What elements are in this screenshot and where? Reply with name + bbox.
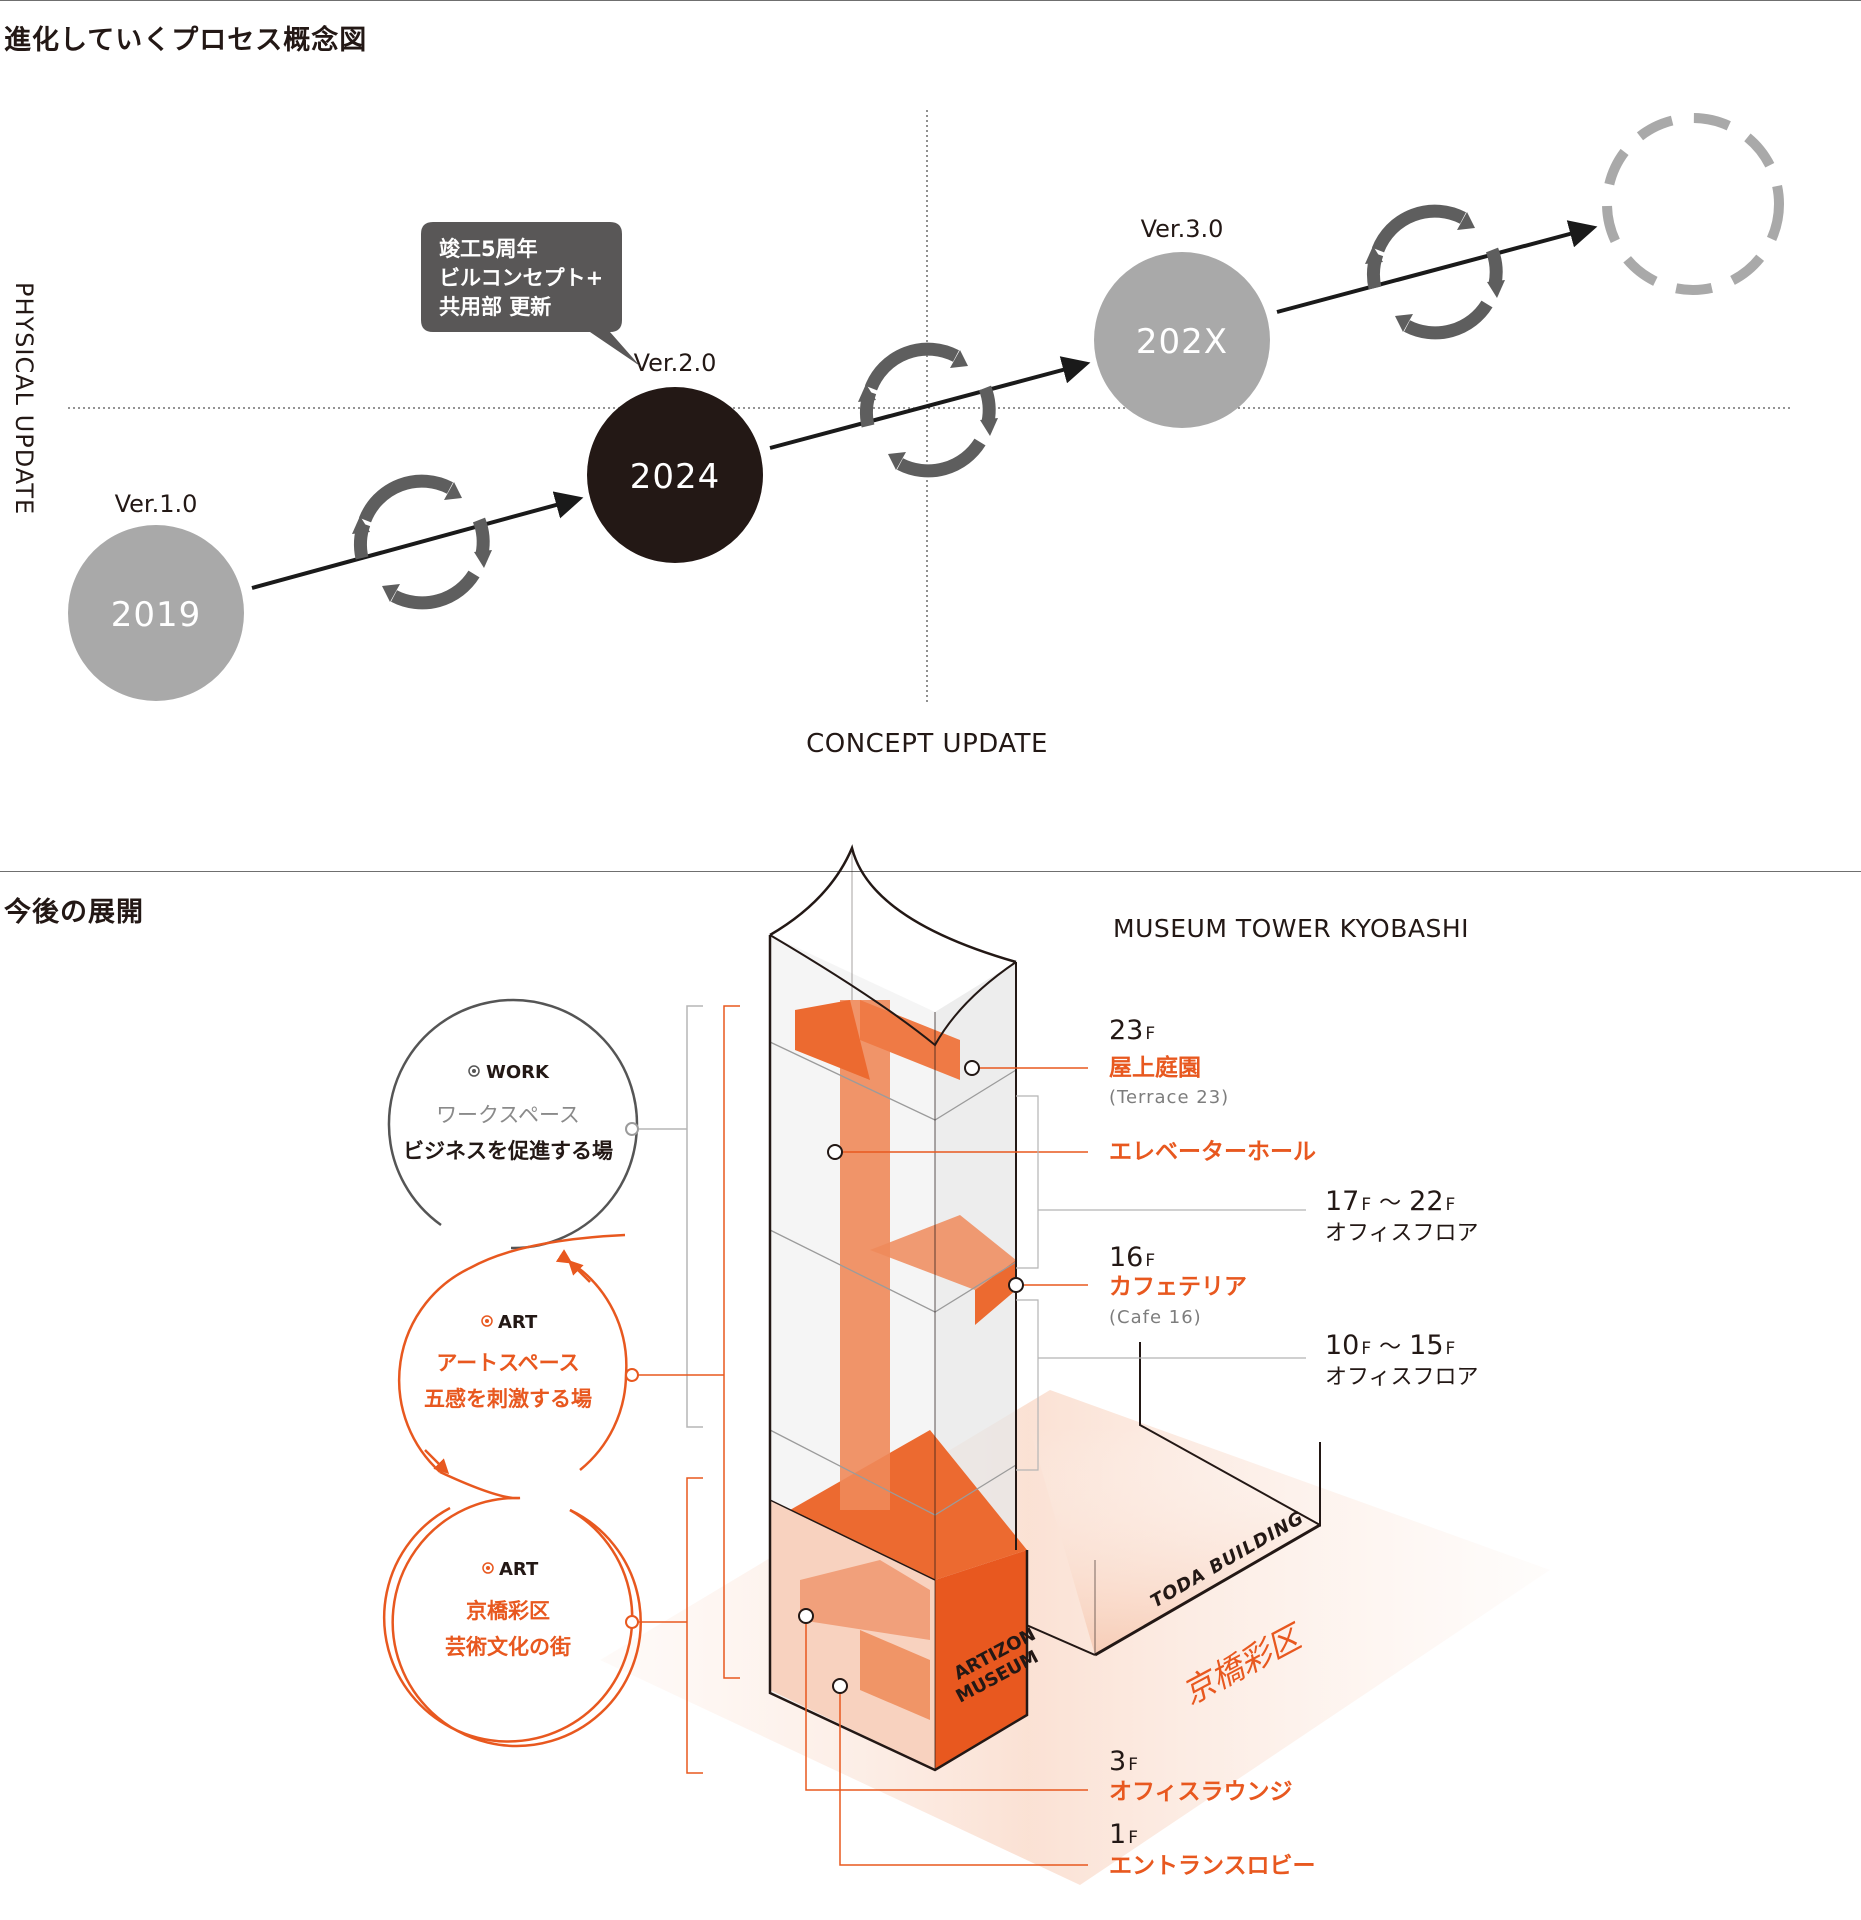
connector-art-2	[625, 1615, 639, 1629]
middle-divider	[0, 871, 1861, 872]
leader-lines	[805, 1067, 1088, 1866]
svg-text:3F: 3F	[1109, 1746, 1138, 1777]
label-elevator: エレベーターホール	[1109, 1139, 1316, 1165]
node-202x-year: 202X	[1136, 322, 1228, 362]
circle-art-1-arc	[555, 1249, 628, 1471]
top-divider	[0, 0, 1861, 1]
svg-text:屋上庭園: 屋上庭園	[1109, 1054, 1201, 1081]
svg-text:オフィスフロア: オフィスフロア	[1325, 1365, 1479, 1390]
circle-work	[387, 998, 639, 1250]
future-node-dashed	[1602, 113, 1784, 295]
svg-text:1F: 1F	[1109, 1819, 1138, 1850]
arrow-1	[251, 491, 584, 590]
connector-work	[625, 1122, 639, 1136]
svg-text:17F～22F: 17F～22F	[1325, 1186, 1455, 1217]
callout-line-3: 共用部 更新	[439, 295, 551, 319]
svg-text:10F～15F: 10F～15F	[1325, 1330, 1455, 1361]
y-axis-label: PHYSICAL UPDATE	[10, 282, 38, 515]
tower-title: MUSEUM TOWER KYOBASHI	[1113, 914, 1469, 943]
museum-tower	[768, 844, 1029, 1772]
circle-art-2-text: ART 京橋彩区 芸術文化の街	[445, 1559, 571, 1659]
circle-art-2	[391, 1470, 642, 1748]
marker-3f	[798, 1608, 814, 1624]
svg-text:芸術文化の街: 芸術文化の街	[445, 1635, 571, 1659]
node-2019	[68, 525, 244, 701]
node-2019-year: 2019	[111, 595, 202, 635]
flow-arrow-up	[567, 1259, 591, 1283]
svg-text:オフィスラウンジ: オフィスラウンジ	[1109, 1779, 1293, 1805]
node-2024-year: 2024	[630, 457, 721, 497]
arrow-3	[1276, 220, 1598, 314]
marker-1f	[832, 1678, 848, 1694]
connector-art-1	[625, 1368, 639, 1382]
svg-text:23F: 23F	[1109, 1015, 1155, 1046]
x-axis-label: CONCEPT UPDATE	[806, 729, 1048, 759]
toda-building	[1014, 1342, 1321, 1657]
node-202x-version: Ver.3.0	[1141, 215, 1224, 243]
svg-text:(Terrace 23): (Terrace 23)	[1109, 1087, 1229, 1108]
marker-elevator	[827, 1144, 843, 1160]
svg-text:オフィスフロア: オフィスフロア	[1325, 1221, 1479, 1246]
scope-brackets	[632, 1005, 740, 1774]
svg-text:(Cafe 16): (Cafe 16)	[1109, 1307, 1202, 1328]
circle-art-2-ring	[383, 1506, 634, 1743]
node-2019-version: Ver.1.0	[115, 490, 198, 518]
svg-text:WORK: WORK	[486, 1062, 550, 1083]
marker-23f	[964, 1060, 980, 1076]
svg-text:エントランスロビー: エントランスロビー	[1109, 1853, 1316, 1879]
marker-16f	[1008, 1277, 1024, 1293]
arrow-2	[769, 356, 1091, 450]
svg-text:アートスペース: アートスペース	[436, 1351, 579, 1375]
district-ground	[600, 1390, 1550, 1885]
office-leaders	[1016, 1095, 1306, 1471]
callout-bubble: 竣工5周年 ビルコンセプト+ 共用部 更新	[421, 222, 640, 366]
svg-text:ART: ART	[499, 1559, 539, 1580]
svg-text:京橋彩区: 京橋彩区	[466, 1599, 550, 1623]
circle-art-1	[397, 1233, 626, 1473]
svg-text:五感を刺激する場: 五感を刺激する場	[424, 1387, 592, 1411]
svg-text:ART: ART	[498, 1312, 538, 1333]
circle-work-text: WORK ワークスペース ビジネスを促進する場	[403, 1062, 613, 1163]
circle-art-1-text: ART アートスペース 五感を刺激する場	[424, 1312, 592, 1411]
svg-text:ビジネスを促進する場: ビジネスを促進する場	[403, 1139, 613, 1163]
process-concept-diagram: PHYSICAL UPDATE CONCEPT UPDATE 2019 Ver.…	[10, 110, 1790, 759]
section1-title: 進化していくプロセス概念図	[4, 25, 368, 56]
svg-text:16F: 16F	[1109, 1242, 1155, 1273]
svg-text:ワークスペース: ワークスペース	[436, 1103, 580, 1127]
node-2024	[587, 387, 763, 563]
node-202x	[1094, 252, 1270, 428]
callout-line-1: 竣工5周年	[439, 237, 538, 261]
node-2024-version: Ver.2.0	[634, 349, 717, 377]
callout-line-2: ビルコンセプト+	[439, 266, 603, 290]
svg-text:カフェテリア: カフェテリア	[1109, 1274, 1247, 1300]
section2-title: 今後の展開	[4, 897, 144, 928]
flow-arrow-down	[424, 1449, 450, 1475]
